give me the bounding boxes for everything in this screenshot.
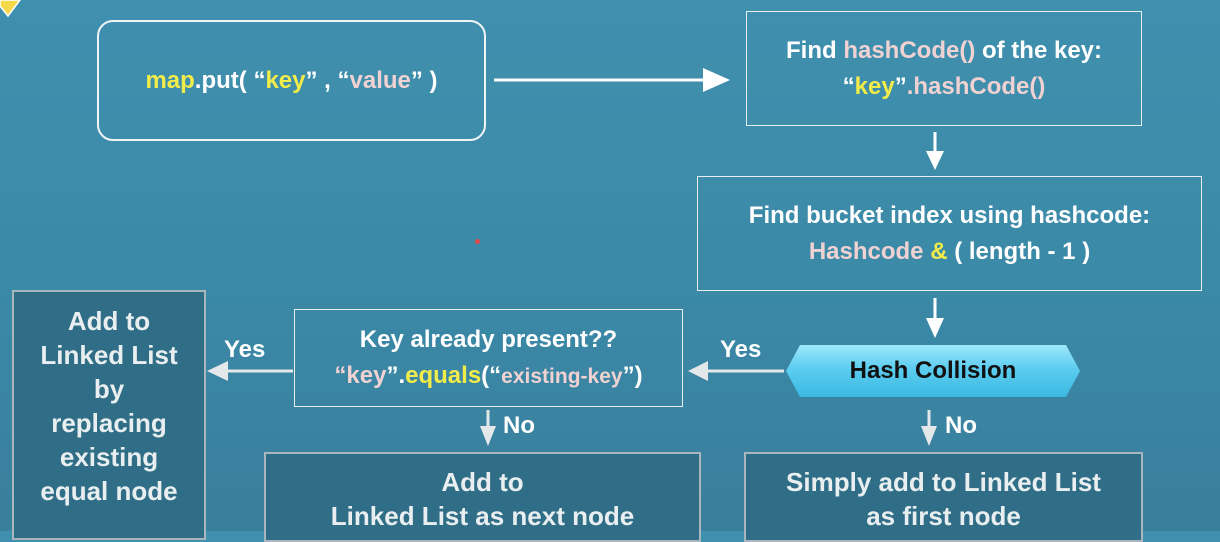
arrow-put-to-hash: [494, 68, 730, 92]
key-check-line-2: “key”.equals(“existing-key”): [334, 358, 642, 395]
hash-collision-label: Hash Collision: [849, 357, 1017, 384]
first-line: Simply add to Linked List: [786, 467, 1101, 497]
corner-marker: [0, 0, 21, 18]
key-check-equals: equals: [405, 361, 482, 389]
next-line: Linked List as next node: [330, 501, 635, 531]
hashcode-node: Find hashCode() of the key: “key”.hashCo…: [746, 11, 1142, 126]
key-check-key: key: [346, 361, 387, 389]
no-label-right: No: [945, 412, 977, 439]
key-present-node: Key already present?? “key”.equals(“exis…: [294, 309, 683, 407]
bucket-amp: &: [930, 237, 948, 265]
replace-line: by: [93, 374, 125, 404]
arrow-key-to-replace: [207, 361, 293, 381]
key-token: key: [265, 66, 306, 94]
hashcode-line-2: “key”.hashCode(): [843, 69, 1046, 105]
put-open-token: .put( “: [194, 66, 266, 94]
yes-label-left: Yes: [224, 336, 266, 363]
put-close-token: ” ): [410, 66, 438, 94]
no-label-left: No: [503, 412, 535, 439]
hashcode-suffix: of the key:: [975, 36, 1103, 64]
bucket-rest: ( length - 1 ): [947, 237, 1091, 265]
hashcode-call: .hashCode(): [906, 72, 1046, 100]
add-next-node-result: Add to Linked List as next node: [264, 452, 701, 542]
value-token: value: [349, 66, 411, 94]
hashcode-quote-open: “: [842, 72, 855, 100]
add-first-node-result: Simply add to Linked List as first node: [744, 452, 1143, 542]
key-check-arg-open: (“: [481, 361, 502, 389]
arrow-bucket-to-collision: [926, 298, 944, 338]
replace-line: replacing: [51, 408, 167, 438]
hashcode-quote-close: ”: [894, 72, 907, 100]
bucket-hashcode: Hashcode: [808, 237, 924, 265]
bucket-line-2: Hashcode & ( length - 1 ): [809, 234, 1090, 270]
replace-equal-node-result: Add to Linked List by replacing existing…: [12, 290, 206, 540]
arrow-collision-to-first: [921, 410, 937, 446]
hash-collision-decision: Hash Collision: [786, 345, 1080, 397]
bucket-index-node: Find bucket index using hashcode: Hashco…: [697, 176, 1202, 291]
bucket-line-1: Find bucket index using hashcode:: [748, 201, 1151, 229]
arrow-collision-to-key: [688, 361, 784, 381]
replace-line: Linked List: [40, 340, 178, 370]
next-line: Add to: [441, 467, 524, 497]
map-put-text: map.put( “key” , “value” ): [145, 67, 437, 95]
hashcode-prefix: Find: [785, 36, 844, 64]
put-sep-token: ” , “: [305, 66, 350, 94]
key-check-quote-close: ”.: [386, 361, 406, 389]
key-check-line-1: Key already present??: [359, 325, 618, 353]
replace-line: Add to: [67, 306, 151, 336]
replace-line: equal node: [40, 476, 178, 506]
key-check-quote-open: “: [334, 361, 347, 389]
map-token: map: [145, 66, 195, 94]
yes-label-right: Yes: [720, 336, 762, 363]
hashcode-line-1: Find hashCode() of the key:: [786, 33, 1102, 69]
first-line: as first node: [866, 501, 1021, 531]
arrow-hash-to-bucket: [926, 132, 944, 170]
arrow-key-to-next: [480, 410, 496, 446]
connector-layer: [207, 68, 944, 446]
stray-dot: [475, 239, 480, 244]
hashcode-key: key: [854, 72, 895, 100]
map-put-node: map.put( “key” , “value” ): [97, 20, 486, 141]
hashcode-method: hashCode(): [843, 36, 976, 64]
replace-line: existing: [59, 442, 159, 472]
key-check-arg: existing-key: [501, 364, 623, 388]
key-check-arg-close: ”): [622, 361, 643, 389]
